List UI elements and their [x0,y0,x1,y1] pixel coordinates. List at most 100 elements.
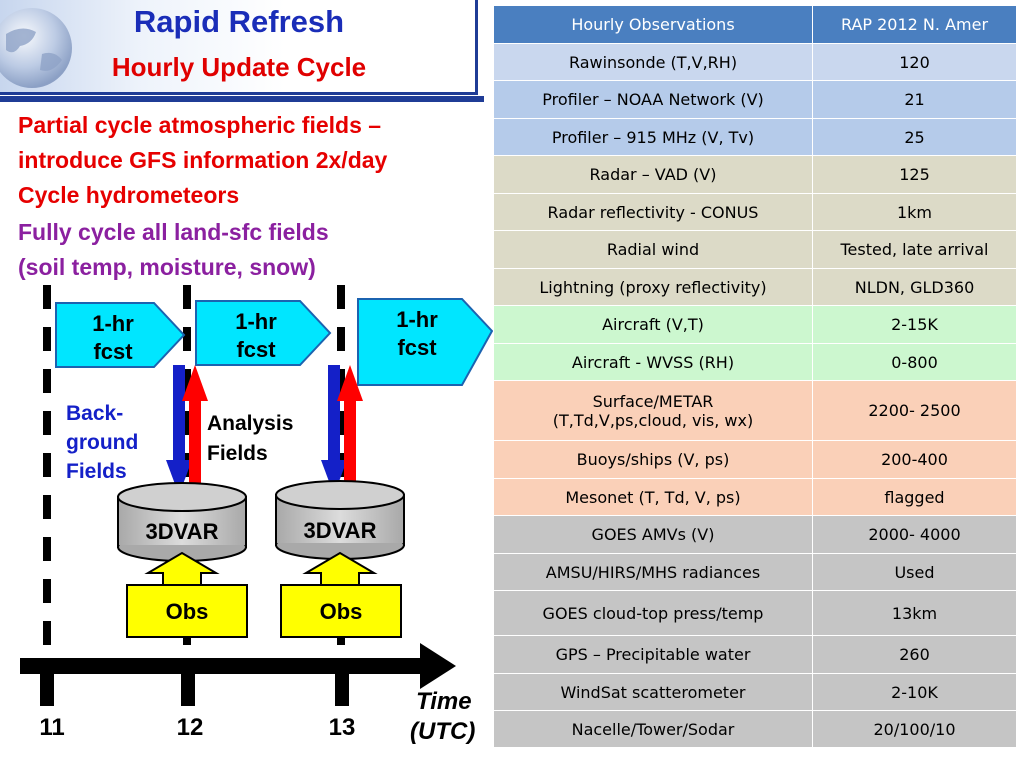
header-hourly-observations: Hourly Observations [493,5,813,44]
table-row: Aircraft - WVSS (RH)0-800 [493,343,1017,381]
observation-type-cell: Lightning (proxy reflectivity) [493,268,813,306]
observation-value-cell: flagged [812,478,1017,516]
observation-type-cell: Radial wind [493,230,813,269]
table-row: Lightning (proxy reflectivity)NLDN, GLD3… [493,268,1017,306]
obs-arrow-1 [144,551,220,586]
tick-label-11: 11 [39,714,64,741]
observation-type-cell: GPS – Precipitable water [493,635,813,674]
observation-value-cell: 260 [812,635,1017,674]
tick-mark-12 [181,670,195,706]
observation-type-cell: Mesonet (T, Td, V, ps) [493,478,813,516]
observation-value-cell: 0-800 [812,343,1017,381]
bullet-line: Partial cycle atmospheric fields – [18,112,382,138]
table-row: Rawinsonde (T,V,RH)120 [493,43,1017,81]
title-banner: Rapid Refresh Hourly Update Cycle [0,0,478,95]
utc-axis-label: (UTC) [410,718,475,745]
forecast-label-line2: fcst [93,339,133,364]
observation-value-cell: 2200- 2500 [812,380,1017,441]
table-row: Profiler – 915 MHz (V, Tv)25 [493,118,1017,156]
forecast-arrow-2: 1-hr fcst [195,300,332,366]
tick-mark-11 [40,670,54,706]
obs-box-2: Obs [280,584,402,638]
obs-box-1: Obs [126,584,248,638]
observation-type-cell: GOES cloud-top press/temp [493,590,813,636]
observation-type-cell: Profiler – NOAA Network (V) [493,80,813,119]
bullet-line: Cycle hydrometeors [18,182,240,208]
3dvar-label: 3DVAR [146,519,219,544]
observations-table: Hourly Observations RAP 2012 N. Amer Raw… [493,5,1017,748]
3dvar-label: 3DVAR [304,518,377,543]
table-row: Aircraft (V,T)2-15K [493,305,1017,344]
cycle-diagram: 1-hr fcst 1-hr fcst 1-hr fcst Back- grou… [20,285,494,745]
forecast-label-line1: 1-hr [92,311,134,336]
observation-value-cell: 200-400 [812,440,1017,479]
observation-value-cell: Used [812,553,1017,591]
background-arrow-2 [321,365,347,495]
analysis-arrow-2 [337,365,363,497]
observation-type-cell: Radar – VAD (V) [493,155,813,194]
forecast-label-line2: fcst [397,335,437,360]
observation-type-cell: Surface/METAR (T,Td,V,ps,cloud, vis, wx) [493,380,813,441]
tick-label-13: 13 [329,714,356,741]
observation-value-cell: 25 [812,118,1017,156]
observation-value-cell: 2-10K [812,673,1017,711]
tick-mark-13 [335,670,349,706]
table-row: Radar – VAD (V)125 [493,155,1017,194]
background-arrow-1 [166,365,192,495]
table-header-row: Hourly Observations RAP 2012 N. Amer [493,5,1017,44]
observation-type-cell: Profiler – 915 MHz (V, Tv) [493,118,813,156]
timeline-arrowhead [420,643,456,689]
observation-value-cell: Tested, late arrival [812,230,1017,269]
bullet-line: Fully cycle all land-sfc fields [18,219,329,245]
observation-type-cell: Nacelle/Tower/Sodar [493,710,813,748]
observation-type-cell: WindSat scatterometer [493,673,813,711]
table-row: Surface/METAR (T,Td,V,ps,cloud, vis, wx)… [493,380,1017,441]
analysis-fields-label-2: Fields [207,442,268,465]
timeline-axis [20,658,428,674]
observation-type-cell: Radar reflectivity - CONUS [493,193,813,231]
analysis-arrow-1 [182,365,208,497]
observation-type-cell: Aircraft - WVSS (RH) [493,343,813,381]
table-row: Buoys/ships (V, ps)200-400 [493,440,1017,479]
observation-value-cell: 20/100/10 [812,710,1017,748]
forecast-label-line2: fcst [236,337,276,362]
obs-arrow-2 [302,551,378,586]
background-fields-label-2: ground [66,431,138,454]
observation-value-cell: 13km [812,590,1017,636]
bullet-list: Partial cycle atmospheric fields – intro… [18,108,387,285]
forecast-label-line1: 1-hr [235,309,277,334]
observation-value-cell: 120 [812,43,1017,81]
table-row: Mesonet (T, Td, V, ps)flagged [493,478,1017,516]
observation-type-cell: GOES AMVs (V) [493,515,813,554]
bullet-line: (soil temp, moisture, snow) [18,254,316,280]
obs-label: Obs [320,599,363,624]
3dvar-box-2: 3DVAR [275,480,405,560]
observation-value-cell: 2-15K [812,305,1017,344]
forecast-arrow-3: 1-hr fcst [357,298,494,386]
time-axis-label: Time [416,688,472,715]
forecast-label-line1: 1-hr [396,307,438,332]
table-row: Profiler – NOAA Network (V)21 [493,80,1017,119]
analysis-fields-label-1: Analysis [207,412,293,435]
observation-value-cell: 2000- 4000 [812,515,1017,554]
tick-label-12: 12 [177,714,204,741]
observation-type-cell: Buoys/ships (V, ps) [493,440,813,479]
slide-subtitle: Hourly Update Cycle [111,52,367,82]
observation-value-cell: NLDN, GLD360 [812,268,1017,306]
forecast-arrow-1: 1-hr fcst [55,302,186,368]
observation-value-cell: 125 [812,155,1017,194]
background-fields-label-1: Back- [66,402,123,425]
observation-type-cell: AMSU/HIRS/MHS radiances [493,553,813,591]
observation-value-cell: 21 [812,80,1017,119]
observation-value-cell: 1km [812,193,1017,231]
observation-type-cell: Rawinsonde (T,V,RH) [493,43,813,81]
slide-title: Rapid Refresh [133,4,345,39]
globe-logo-icon [0,8,72,88]
title-accent-bar [0,96,484,102]
